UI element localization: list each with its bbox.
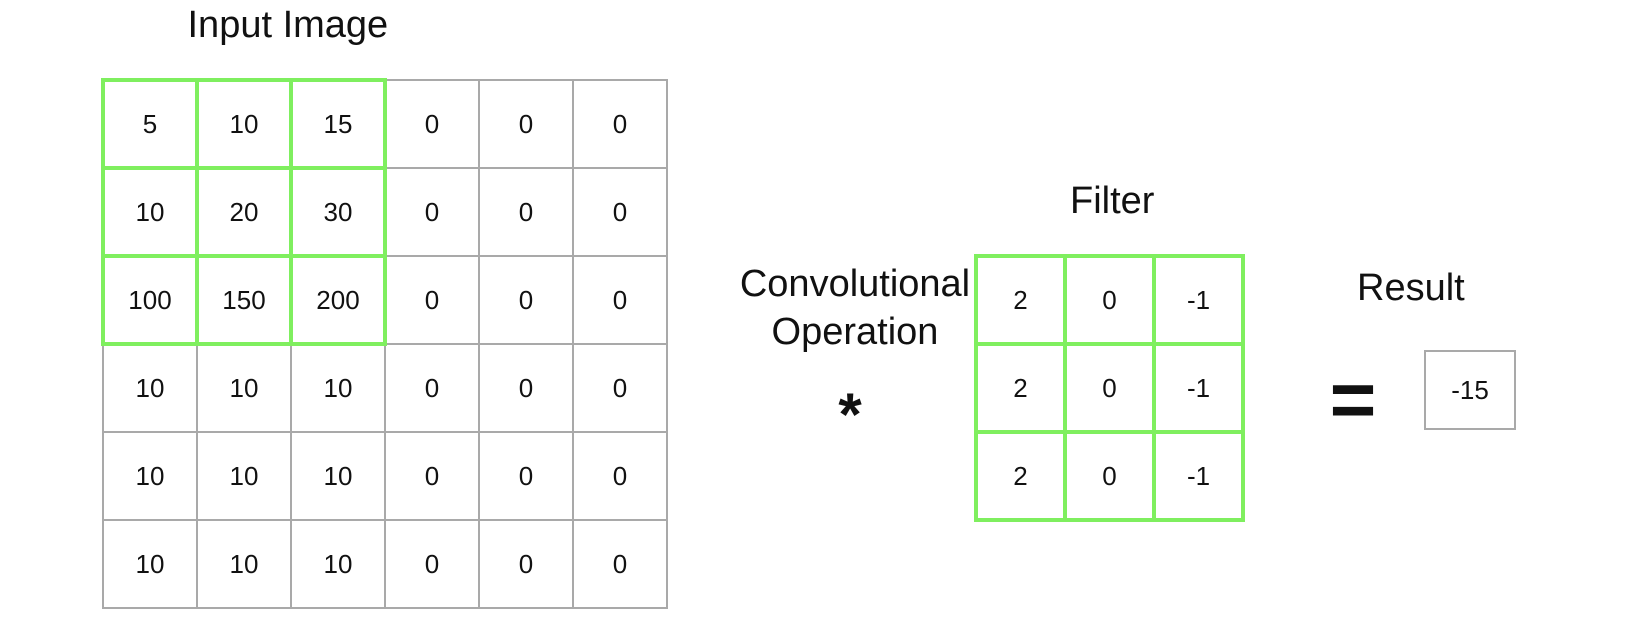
input-image-cell-value: 10 (230, 461, 259, 491)
input-image-cell-value: 0 (425, 373, 439, 403)
input-image-cell (196, 519, 292, 609)
result-title: Result (1357, 267, 1465, 309)
input-image-cell-value: 0 (613, 549, 627, 579)
filter-cell-value: 0 (1102, 373, 1116, 403)
input-image-cell-value: 10 (324, 549, 353, 579)
input-image-cell (102, 431, 198, 521)
input-image-cell-value: 0 (613, 109, 627, 139)
input-image-cell (478, 167, 574, 257)
input-image-cell-value: 10 (230, 373, 259, 403)
input-image-cell-value: 0 (425, 461, 439, 491)
filter-cell (1152, 254, 1245, 346)
operation-label-line2: Operation (771, 311, 939, 353)
convolution-symbol: * (838, 381, 862, 448)
filter-cell-value: -1 (1187, 373, 1210, 403)
input-image-cell-value: 20 (230, 197, 259, 227)
input-image-cell-value: 5 (143, 109, 157, 139)
input-image-cell-value: 30 (324, 197, 353, 227)
input-image-cell (290, 255, 386, 345)
input-image-cell (384, 167, 480, 257)
filter-cell-value: 0 (1102, 285, 1116, 315)
input-image-cell-value: 0 (519, 549, 533, 579)
input-image-cell (572, 167, 668, 257)
input-image-cell-value: 0 (425, 285, 439, 315)
input-image-cell-value: 0 (425, 109, 439, 139)
input-image-cell (384, 255, 480, 345)
filter-title: Filter (1070, 180, 1155, 222)
input-image-cell-value: 0 (425, 197, 439, 227)
input-image-cell-value: 0 (519, 285, 533, 315)
input-image-cell (102, 167, 198, 257)
input-image-cell-value: 0 (613, 373, 627, 403)
input-image-cell-value: 10 (136, 373, 165, 403)
input-image-cell (102, 519, 198, 609)
input-image-cell-value: 0 (519, 461, 533, 491)
result-value: -15 (1451, 374, 1489, 405)
input-image-cell-value: 10 (136, 197, 165, 227)
operation-label: Convolutional Operation (700, 260, 1010, 356)
input-image-cell-value: 0 (519, 197, 533, 227)
equals-sign: = (1329, 355, 1377, 444)
input-image-cell-value: 10 (324, 461, 353, 491)
input-image-cell-value: 15 (324, 109, 353, 139)
filter-cell-value: -1 (1187, 285, 1210, 315)
input-image-cell-value: 0 (425, 549, 439, 579)
input-image-cell-value: 0 (519, 109, 533, 139)
input-image-cell-value: 10 (230, 109, 259, 139)
filter-cell-value: 2 (1013, 373, 1027, 403)
input-image-cell-value: 0 (519, 373, 533, 403)
filter-cell-value: 2 (1013, 461, 1027, 491)
input-image-cell-value: 10 (324, 373, 353, 403)
filter-cell-value: 2 (1013, 285, 1027, 315)
input-image-cell (290, 167, 386, 257)
input-image-cell (572, 343, 668, 433)
input-image-cell (572, 519, 668, 609)
input-image-cell-value: 10 (136, 549, 165, 579)
filter-highlight-cell (1152, 430, 1245, 522)
input-image-highlight-cell (289, 254, 387, 346)
input-image-cell-value: 150 (222, 285, 265, 315)
input-image-cell-value: 10 (136, 461, 165, 491)
input-image-cell (384, 519, 480, 609)
input-image-cell-value: 10 (230, 549, 259, 579)
input-image-cell-value: 0 (613, 285, 627, 315)
result-box: -15 (1424, 350, 1516, 430)
input-image-cell-value: 0 (613, 197, 627, 227)
input-image-cell (478, 519, 574, 609)
filter-cell (974, 254, 1067, 346)
input-image-cell-value: 100 (128, 285, 171, 315)
input-image-cell (384, 431, 480, 521)
filter-cell-value: 0 (1102, 461, 1116, 491)
input-image-cell (572, 431, 668, 521)
filter-grid: 2 0 -1 2 0 -1 2 0 -1 (974, 254, 1245, 522)
operation-label-line1: Convolutional (739, 263, 971, 305)
input-image-cell (478, 431, 574, 521)
input-image-cell (572, 255, 668, 345)
input-image-cell (478, 79, 574, 169)
input-image-title: Input Image (187, 4, 389, 46)
input-image-cell (196, 431, 292, 521)
input-image-cell-value: 0 (613, 461, 627, 491)
input-image-cell-value: 200 (316, 285, 359, 315)
filter-cell-value: -1 (1187, 461, 1210, 491)
input-image-cell (384, 79, 480, 169)
input-image-cell (384, 343, 480, 433)
